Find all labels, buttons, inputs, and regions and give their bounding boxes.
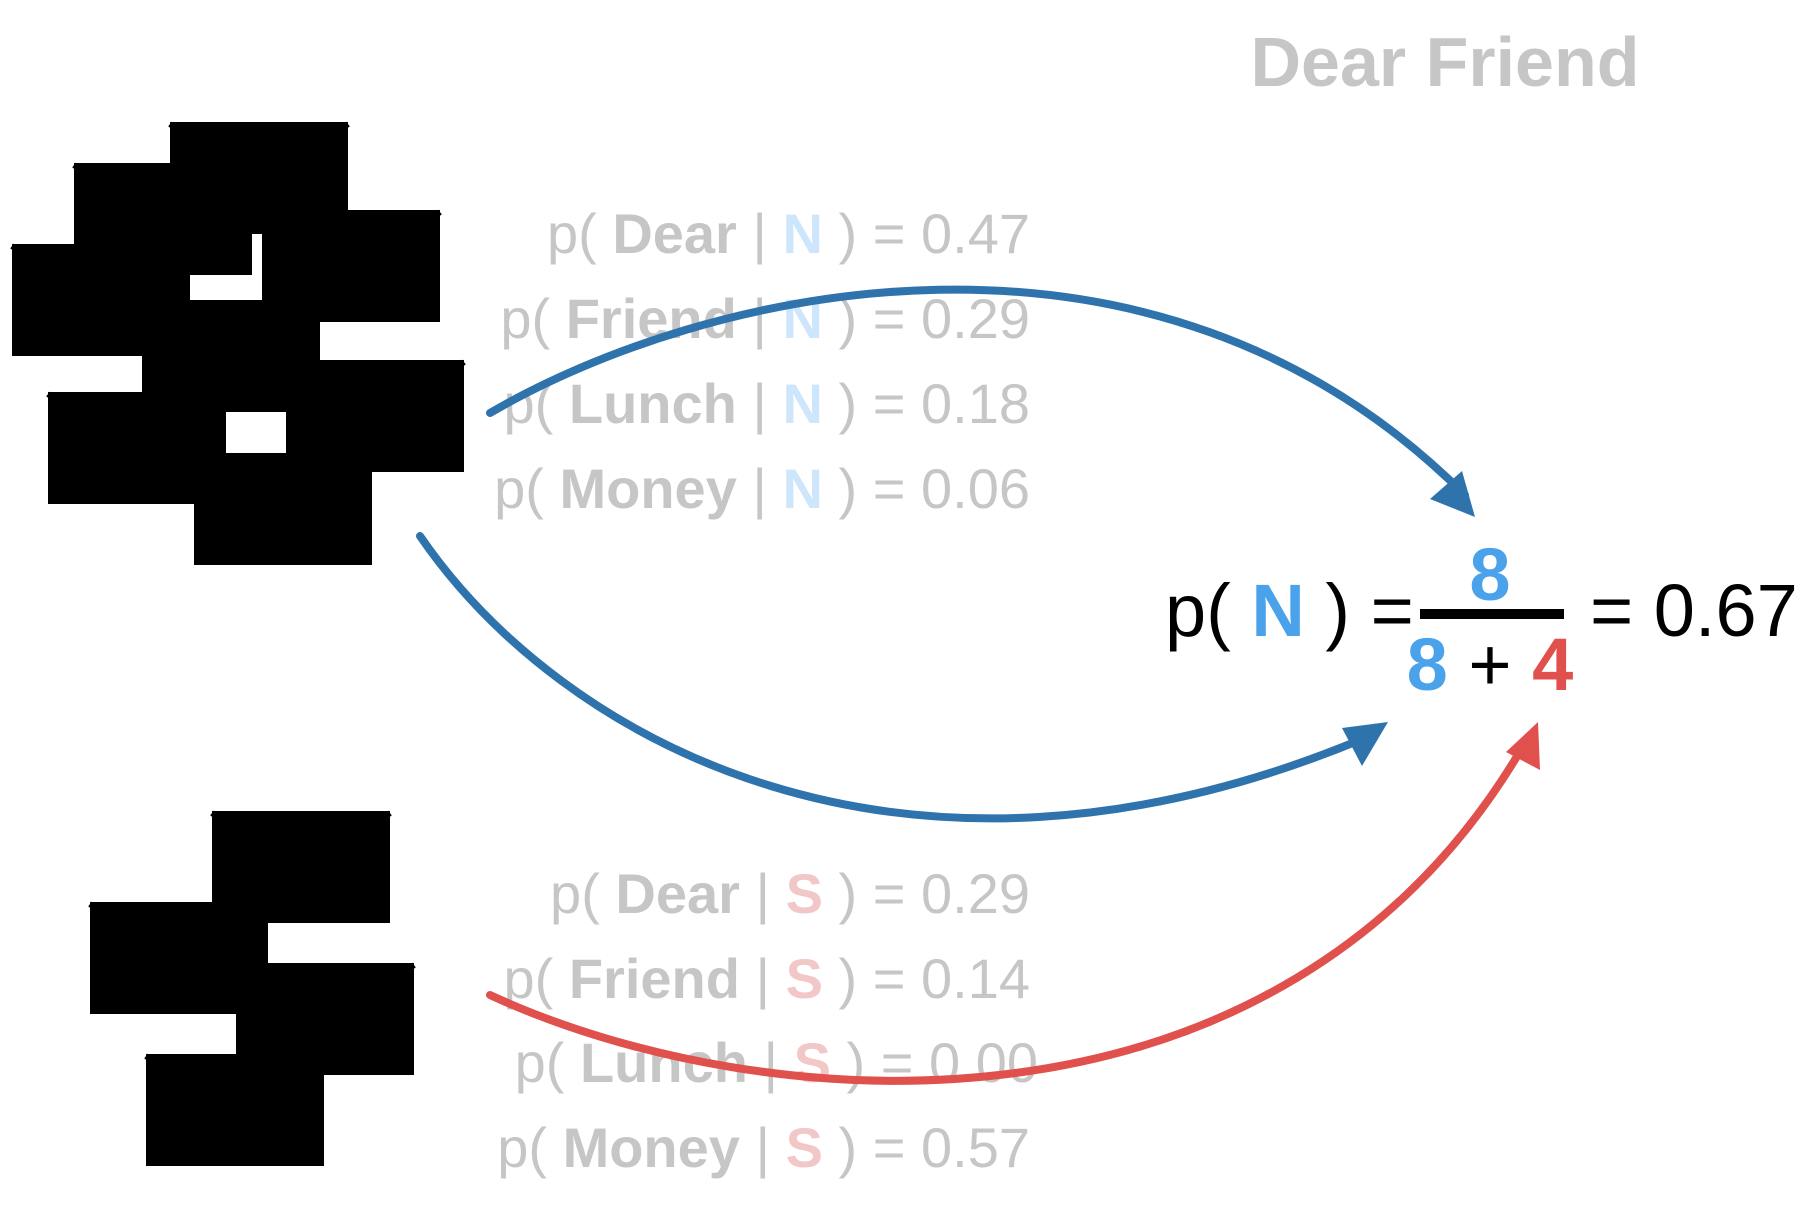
title: Dear Friend	[1251, 23, 1640, 101]
prior-denominator: 8 + 4	[1407, 623, 1574, 706]
prob-row: p( Lunch | S ) = 0.00	[515, 1031, 1038, 1094]
prob-row: p( Dear | N ) = 0.47	[547, 202, 1030, 265]
envelope-icon	[194, 453, 372, 565]
prior-result: = 0.67	[1590, 569, 1798, 652]
bottom-arrow	[486, 744, 1526, 1085]
prob-row: p( Money | S ) = 0.57	[497, 1116, 1030, 1179]
prob-row: p( Money | N ) = 0.06	[494, 457, 1030, 520]
normal-messages-pile	[12, 122, 464, 565]
prior-lhs: p( N ) =	[1165, 569, 1414, 652]
prob-row: p( Friend | N ) = 0.29	[500, 287, 1030, 350]
spam-messages-pile	[90, 811, 414, 1166]
prior-numerator: 8	[1469, 533, 1510, 616]
prob-row: p( Lunch | N ) = 0.18	[504, 372, 1031, 435]
top-arrowhead	[1430, 471, 1475, 517]
spam-probabilities: p( Dear | S ) = 0.29 p( Friend | S ) = 0…	[497, 862, 1038, 1179]
class-normal-label: N	[1251, 569, 1304, 652]
middle-arrowhead	[1342, 722, 1388, 766]
arrows	[416, 285, 1540, 1085]
normal-probabilities: p( Dear | N ) = 0.47 p( Friend | N ) = 0…	[494, 202, 1030, 520]
envelope-icon	[146, 1054, 324, 1166]
prob-row: p( Dear | S ) = 0.29	[550, 862, 1030, 925]
prior-formula: p( N ) = 8 8 + 4 = 0.67	[1165, 533, 1798, 706]
bottom-arrowhead	[1506, 722, 1540, 770]
prob-row: p( Friend | S ) = 0.14	[503, 947, 1030, 1010]
middle-arrow	[416, 532, 1364, 823]
top-arrow	[486, 285, 1469, 499]
fraction-bar	[1420, 609, 1564, 619]
